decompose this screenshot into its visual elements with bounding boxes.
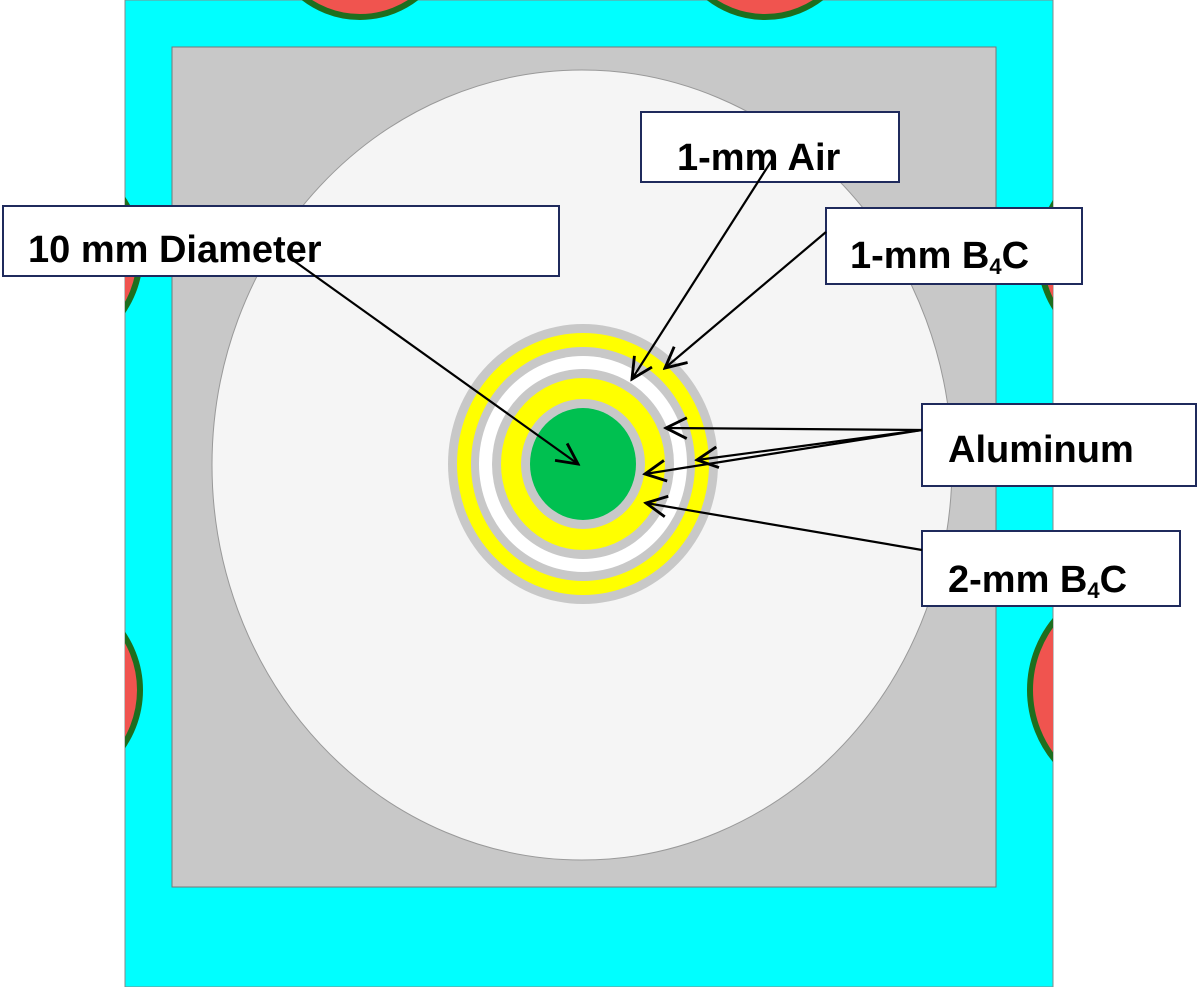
- fuel-rod-left-lower: [125, 631, 143, 749]
- label-aluminum: Aluminum: [921, 403, 1197, 487]
- label-air-text: 1-mm Air: [677, 137, 841, 179]
- fuel-rod-right-lower: [1027, 617, 1053, 763]
- arrow-b4c-thick: [646, 503, 923, 552]
- label-b4c-thick-text: 2-mm B4C: [948, 559, 1127, 603]
- label-diameter-text: 10 mm Diameter: [28, 229, 322, 271]
- label-box: [921, 530, 1181, 607]
- arrow-diameter: [289, 257, 578, 464]
- label-box: [2, 205, 560, 277]
- label-box: [825, 207, 1083, 285]
- arrow-aluminum-inner: [645, 428, 923, 474]
- arrow-b4c-thin: [665, 231, 827, 368]
- fuel-rod-top-right: [706, 0, 824, 20]
- sample-core: [530, 408, 636, 520]
- label-1mm-air: 1-mm Air: [640, 111, 900, 183]
- label-2mm-b4c: 2-mm B4C: [921, 530, 1181, 607]
- label-box: [640, 111, 900, 183]
- label-b4c-thin-text: 1-mm B4C: [850, 235, 1029, 279]
- arrow-aluminum-outer: [666, 428, 923, 430]
- arrow-air: [632, 159, 773, 379]
- leader-arrows: [289, 159, 923, 552]
- label-box: [921, 403, 1197, 487]
- label-10mm-diameter: 10 mm Diameter: [2, 205, 560, 277]
- concentric-layers: [448, 324, 718, 604]
- label-1mm-b4c: 1-mm B4C: [825, 207, 1083, 285]
- fuel-rod-top-left: [301, 0, 419, 20]
- label-aluminum-text: Aluminum: [948, 429, 1134, 471]
